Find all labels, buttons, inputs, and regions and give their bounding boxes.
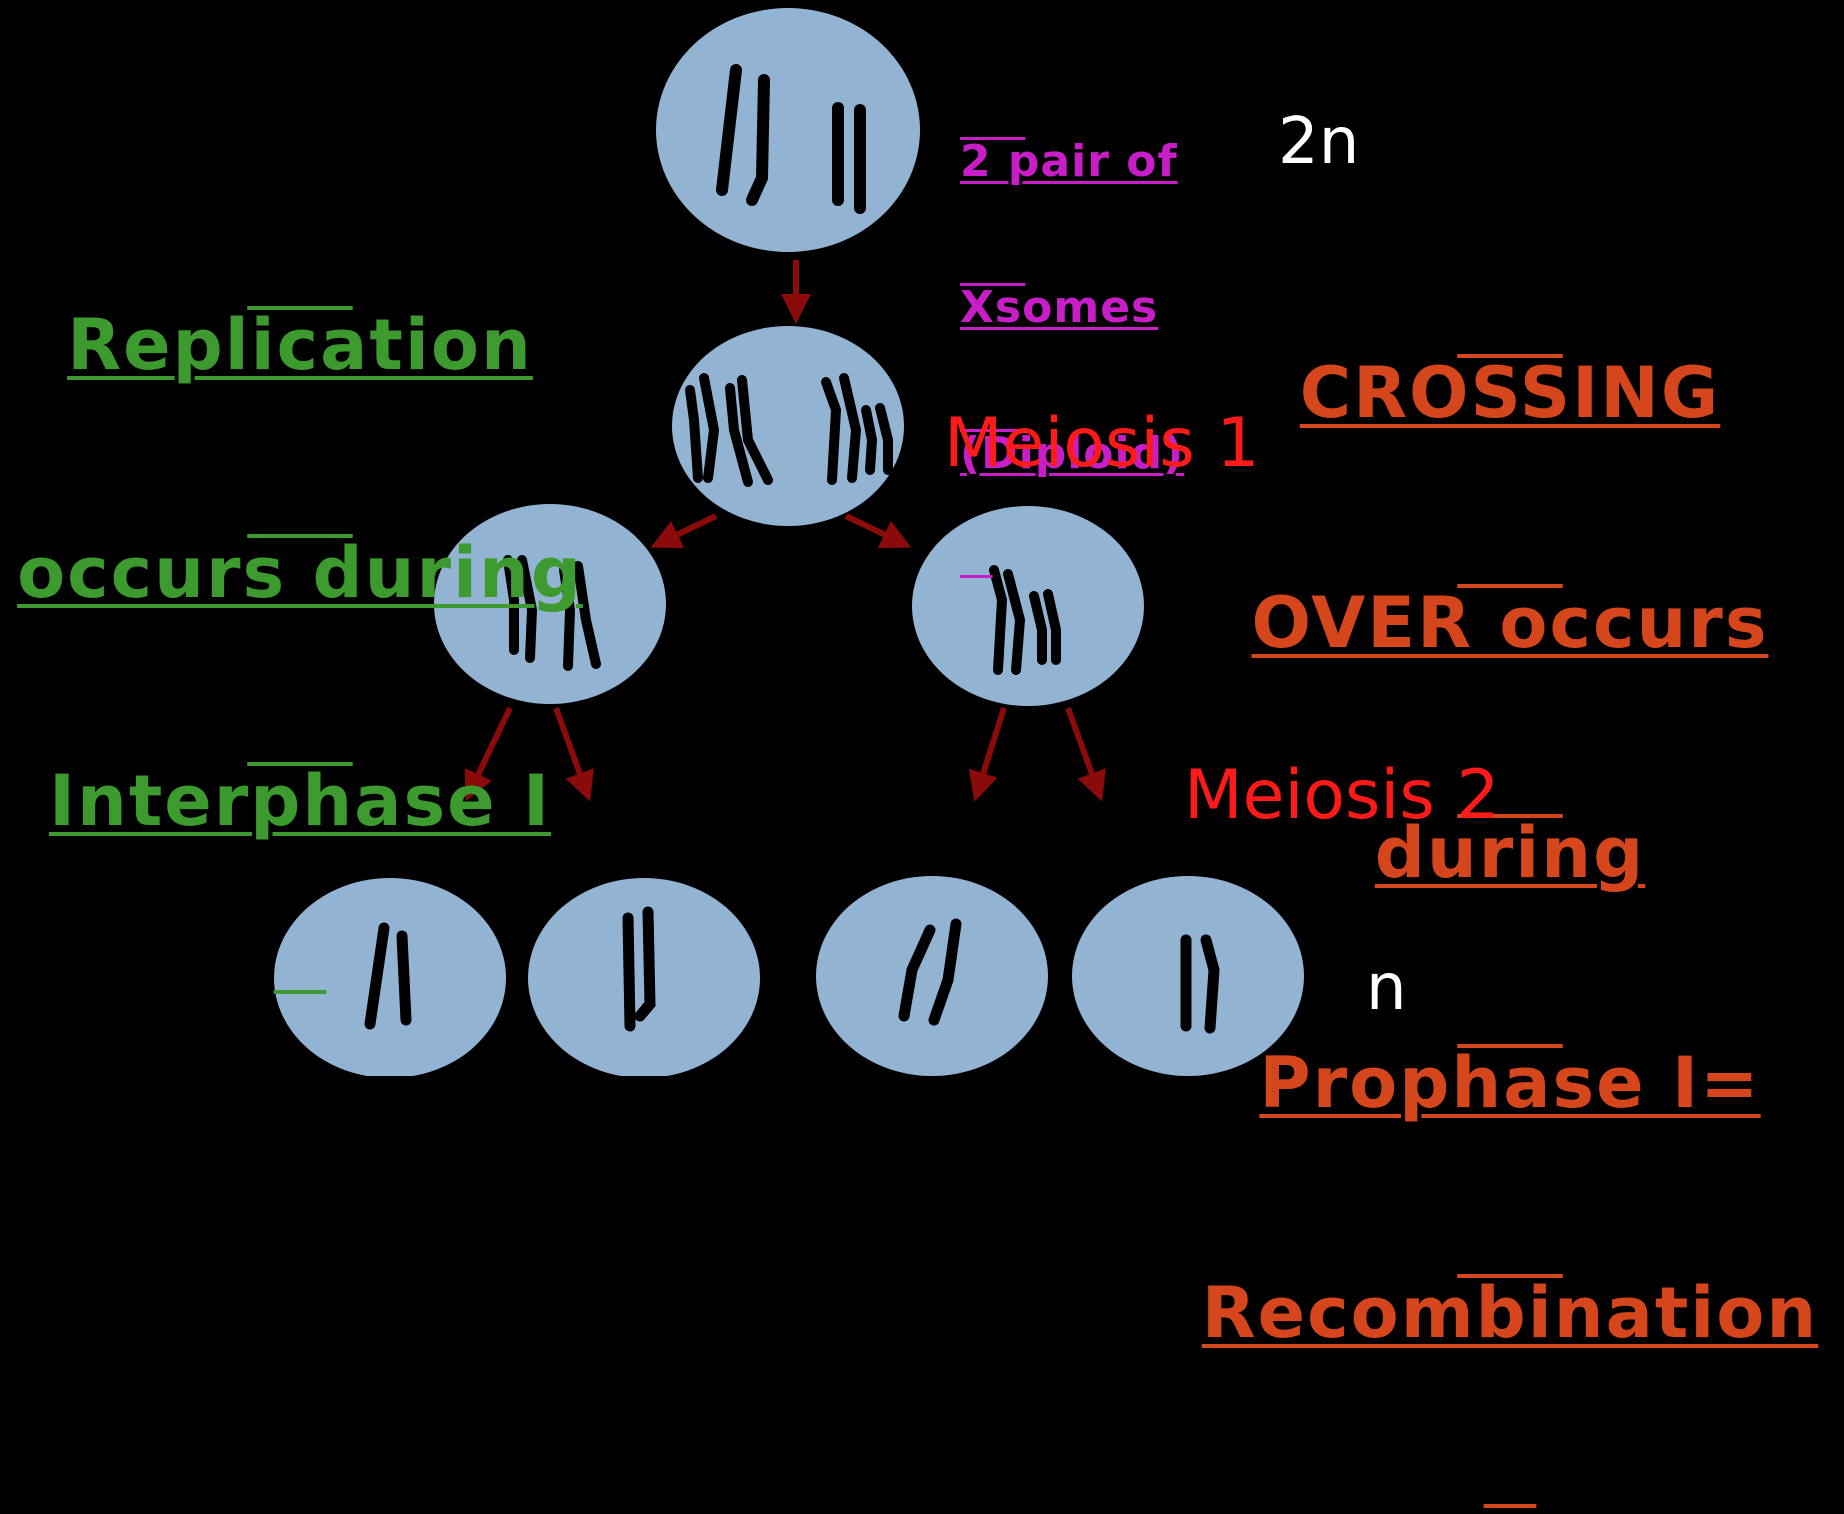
arrow-left-to-gamete1 [464,706,513,802]
chromosome-note-line2: Xsomes [960,282,1159,333]
arrow-meiosis1-right [844,513,912,549]
replication-note: Replication occurs during Interphase I [10,170,590,994]
arrow-left-to-gamete2 [553,706,594,802]
diagram-canvas [274,8,1304,1076]
replicated-chromosomes [685,373,893,487]
ploidy-label-diploid: 2n [1278,105,1360,179]
gamete-cell-2 [528,878,760,1076]
arrow-meiosis1-left [650,513,718,549]
chromosome-note: 2 pair of Xsomes (Diploid) [960,52,1184,578]
gamete-cell-4 [1072,876,1304,1076]
meiosis-2-label: Meiosis 2 [1184,756,1500,835]
meiosis-1-label: Meiosis 1 [944,404,1260,483]
gamete-cell-1 [274,878,506,1076]
ploidy-label-haploid: n [1366,951,1407,1025]
parent-cell [656,8,920,252]
crossing-over-line2: OVER occurs [1251,582,1769,664]
arrow-right-to-gamete4 [1065,706,1106,802]
arrows [464,260,1106,802]
crossing-over-line3: during [1374,812,1646,894]
chromosome-note-line1: 2 pair of [960,136,1178,187]
replication-note-line3: Interphase I [48,760,552,842]
chromosome-note-line3: (Diploid) [960,428,1185,479]
arrow-right-to-gamete3 [968,707,1007,802]
replication-note-line1: Replication [67,304,533,386]
crossing-over-note: CROSSING OVER occurs during Prophase I= … [1190,218,1830,1508]
crossing-over-line4: Prophase I= [1259,1042,1761,1124]
crossing-over-line5: Recombination [1201,1272,1819,1354]
daughter-cell-right [912,506,1144,706]
crossing-over-line1: CROSSING [1299,352,1721,434]
daughter-cell-left [434,504,666,704]
gamete-cell-3 [816,876,1048,1076]
chromosome-pair-1 [716,64,866,214]
meiosis-diagram: Replication occurs during Interphase I 2… [10,8,1816,1348]
replicated-cell [672,326,904,526]
replication-note-line2: occurs during [17,532,583,614]
